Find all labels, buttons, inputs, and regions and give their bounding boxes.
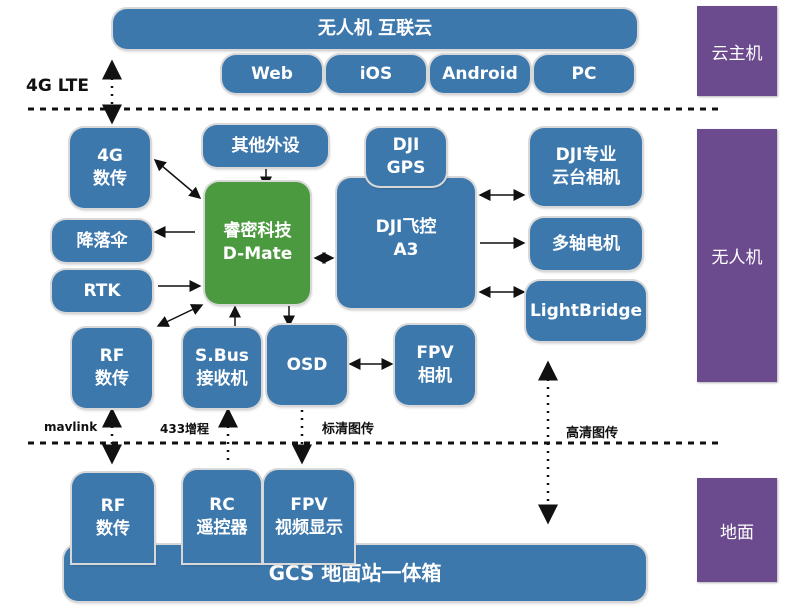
rtk: RTK <box>52 270 152 312</box>
fc-label: DJI飞控 A3 <box>375 217 437 260</box>
mavlink-label: mavlink <box>44 420 98 434</box>
client-android: Android <box>430 55 530 93</box>
arrow-4g-dmate <box>153 159 202 199</box>
client-ios: iOS <box>326 55 426 93</box>
client-pc: PC <box>534 55 634 93</box>
rf-module: RF 数传 <box>72 328 152 408</box>
cloud-platform: 无人机 互联云 <box>113 9 637 49</box>
layer-cloud: 云主机 <box>697 6 777 96</box>
gps-module: DJI GPS <box>366 128 446 186</box>
sd-video-label: 标清图传 <box>322 422 375 437</box>
range433-label: 433增程 <box>160 422 210 436</box>
ground-rc: RC 遥控器 <box>183 470 261 563</box>
arrow-rf-dmate <box>156 304 204 327</box>
lte-module: 4G 数传 <box>70 128 150 208</box>
peripherals: 其他外设 <box>203 125 328 167</box>
hd-video-label: 高清图传 <box>566 426 619 441</box>
dmate-controller: 睿密科技 D-Mate <box>205 182 310 304</box>
ground-fpv-display: FPV 视频显示 <box>264 470 354 563</box>
layer-ground: 地面 <box>697 478 777 582</box>
ground-rf: RF 数传 <box>72 473 154 563</box>
layer-drone: 无人机 <box>697 129 777 382</box>
lte-label: 4G LTE <box>26 76 89 96</box>
parachute: 降落伞 <box>52 220 152 262</box>
gcs-box: GCS 地面站一体箱 <box>64 545 646 601</box>
motors: 多轴电机 <box>530 218 642 270</box>
osd: OSD <box>267 325 347 405</box>
gimbal-camera: DJI专业 云台相机 <box>530 128 642 206</box>
client-web: Web <box>222 55 322 93</box>
fpv-camera: FPV 相机 <box>395 325 475 405</box>
lightbridge: LightBridge <box>526 281 646 341</box>
sbus-receiver: S.Bus 接收机 <box>183 328 261 408</box>
flight-controller: DJI飞控 A3 <box>337 178 475 308</box>
